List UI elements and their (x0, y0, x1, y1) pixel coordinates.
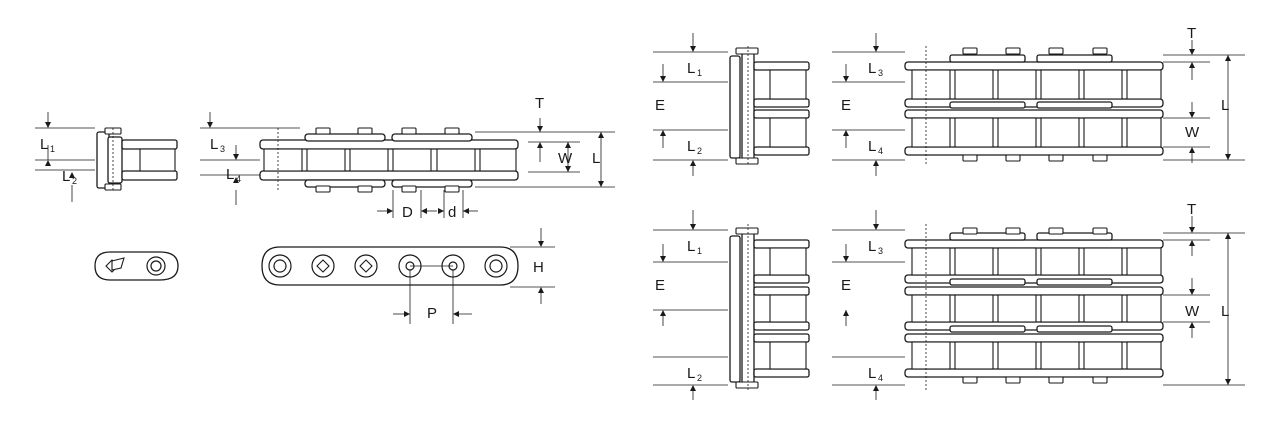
label-l1-triplex-end: L (687, 238, 695, 255)
label-l-duplex: L (1221, 97, 1229, 114)
label-l3-sub: 3 (220, 144, 225, 154)
simplex-end-view (35, 112, 178, 202)
label-l2-triplex-end-sub: 2 (697, 373, 702, 383)
simplex-side-view (200, 112, 615, 218)
label-l3-duplex: L (868, 60, 876, 77)
label-l1-sub: 1 (50, 144, 55, 154)
label-e-triplex: E (841, 277, 851, 294)
label-w: W (558, 150, 573, 167)
label-t-duplex: T (1187, 25, 1196, 42)
label-l4-triplex: L (868, 365, 876, 382)
label-l2: L (62, 168, 70, 185)
label-h: H (533, 259, 544, 276)
label-l3-triplex: L (868, 238, 876, 255)
label-l-triplex: L (1221, 303, 1229, 320)
label-l4-duplex: L (868, 138, 876, 155)
label-l: L (592, 150, 600, 167)
label-l3: L (210, 136, 218, 153)
label-l3-duplex-sub: 3 (878, 68, 883, 78)
label-t: T (535, 95, 544, 112)
label-l1-duplex-end: L (687, 60, 695, 77)
label-l2-duplex-end: L (687, 138, 695, 155)
label-p: P (427, 305, 437, 322)
label-l4: L (226, 166, 234, 183)
label-w-duplex: W (1185, 124, 1200, 141)
label-l2-sub: 2 (72, 176, 77, 186)
label-t-triplex: T (1187, 201, 1196, 218)
label-l2-triplex-end: L (687, 365, 695, 382)
label-l4-sub: 4 (236, 174, 241, 184)
label-l2-duplex-end-sub: 2 (697, 146, 702, 156)
dimension-labels: L 1 L 2 L 3 L 4 T W L D d H P L 1 E L 2 … (40, 25, 1229, 383)
label-d-roller: D (402, 204, 413, 221)
label-e-duplex: E (841, 97, 851, 114)
label-d-pin: d (448, 204, 456, 221)
label-l4-triplex-sub: 4 (878, 373, 883, 383)
triplex-end-view (653, 210, 810, 400)
label-w-triplex: W (1185, 303, 1200, 320)
label-e-triplex-end: E (655, 277, 665, 294)
label-l1-duplex-end-sub: 1 (697, 68, 702, 78)
label-e-duplex-end: E (655, 97, 665, 114)
label-l4-duplex-sub: 4 (878, 146, 883, 156)
label-l1-triplex-end-sub: 1 (697, 246, 702, 256)
label-l3-triplex-sub: 3 (878, 246, 883, 256)
simplex-plate-views (94, 228, 555, 324)
label-l1: L (40, 136, 48, 153)
duplex-side-view (832, 33, 1245, 176)
duplex-end-view (653, 33, 810, 176)
triplex-side-view (832, 210, 1245, 400)
